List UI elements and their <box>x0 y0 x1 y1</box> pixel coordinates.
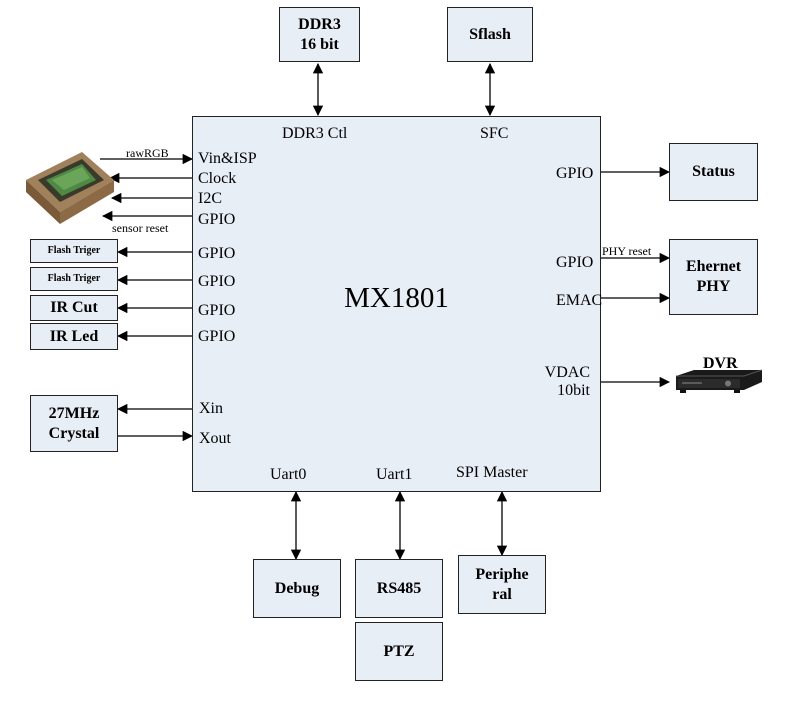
port-uart1: Uart1 <box>376 466 413 483</box>
port-uart0: Uart0 <box>270 466 307 483</box>
ptz-block: PTZ <box>355 622 443 681</box>
port-gpio-flash1: GPIO <box>198 245 236 262</box>
flash-trigger-1-block: Flash Triger <box>30 239 118 263</box>
debug-block: Debug <box>253 559 341 618</box>
signal-sensor-reset: sensor reset <box>112 221 169 235</box>
port-ddr3-ctl: DDR3 Ctl <box>282 125 348 142</box>
dvr-label: DVR <box>703 355 738 372</box>
peripheral-block: Periphe ral <box>458 555 546 614</box>
flash-trigger-2-block: Flash Triger <box>30 267 118 291</box>
port-gpio-sensor: GPIO <box>198 211 236 228</box>
port-i2c: I2C <box>198 190 222 207</box>
port-vdac: VDAC 10bit <box>544 364 590 399</box>
port-gpio-status: GPIO <box>556 165 594 182</box>
ir-led-block: IR Led <box>30 323 118 350</box>
port-gpio-flash2: GPIO <box>198 273 236 290</box>
port-gpio-ircut: GPIO <box>198 302 236 319</box>
signal-rawrgb: rawRGB <box>126 146 169 160</box>
sflash-block: Sflash <box>447 7 533 62</box>
ddr3-block: DDR3 16 bit <box>279 7 360 62</box>
port-xout: Xout <box>199 430 231 447</box>
port-sfc: SFC <box>480 125 509 142</box>
signal-phy-reset: PHY reset <box>602 244 652 258</box>
mx1801-chip: MX1801 <box>192 116 601 492</box>
crystal-block: 27MHz Crystal <box>30 395 118 452</box>
ethernet-phy-block: Ehernet PHY <box>669 239 758 315</box>
image-sensor-icon <box>26 152 114 224</box>
ir-cut-block: IR Cut <box>30 295 118 321</box>
port-emac: EMAC <box>556 292 603 309</box>
port-gpio-phy: GPIO <box>556 254 594 271</box>
port-gpio-irled: GPIO <box>198 328 236 345</box>
rs485-block: RS485 <box>355 559 443 618</box>
port-xin: Xin <box>199 400 223 417</box>
chip-title: MX1801 <box>344 282 449 314</box>
port-vin-isp: Vin&ISP <box>198 150 257 167</box>
port-clock: Clock <box>198 170 237 187</box>
status-block: Status <box>669 143 758 201</box>
dvr-device-icon <box>676 369 763 393</box>
port-spi-master: SPI Master <box>456 464 528 481</box>
